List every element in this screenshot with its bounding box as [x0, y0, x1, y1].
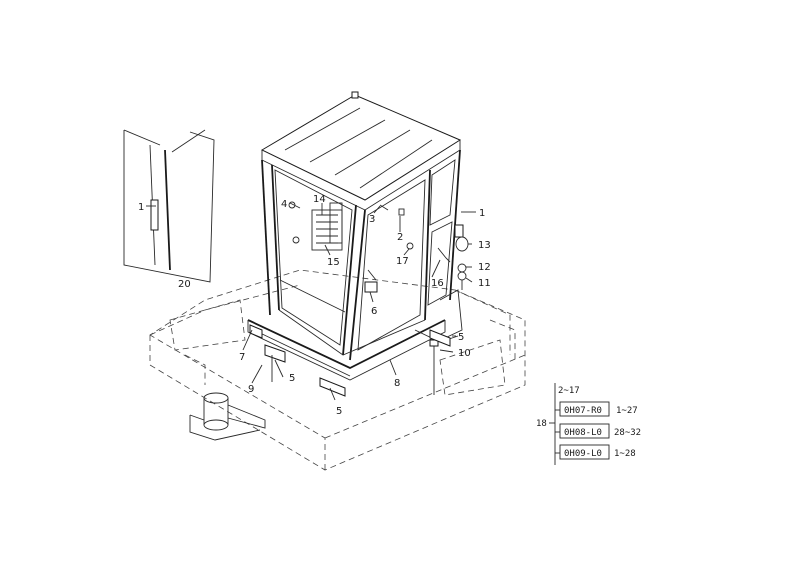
model-row-3: 0H09-L0: [564, 449, 602, 459]
serial-row-3: 1~28: [614, 449, 636, 459]
callout-16: 16: [431, 278, 444, 289]
callout-3: 3: [369, 214, 375, 225]
parts-range-label: 2~17: [558, 386, 580, 396]
group-number: 18: [536, 419, 547, 429]
callout-12: 12: [478, 262, 491, 273]
callout-10: 10: [458, 348, 471, 359]
callout-9: 9: [248, 384, 254, 395]
callout-8: 8: [394, 378, 400, 389]
callout-20: 20: [178, 279, 191, 290]
callout-2: 2: [397, 232, 403, 243]
callout-inset-1: 1: [138, 202, 144, 213]
serial-row-1: 1~27: [616, 406, 638, 416]
swing-post: [189, 392, 266, 441]
cab-frame: [260, 91, 464, 361]
callout-15: 15: [327, 257, 340, 268]
inset-detail: [123, 129, 215, 283]
callout-7: 7: [239, 352, 245, 363]
callout-labels: 1 20 1 2 3 4 5 5 5 6 7 8 9 10 11 12 13 1…: [138, 194, 491, 417]
callout-6: 6: [371, 306, 377, 317]
callout-1: 1: [479, 208, 485, 219]
callout-5-right: 5: [458, 332, 464, 343]
callout-11: 11: [478, 278, 491, 289]
callout-5-middle: 5: [289, 373, 295, 384]
serial-row-2: 28~32: [614, 428, 641, 438]
cab-floor: [247, 319, 446, 381]
applicability-table: 2~17 18 0H07-R0 1~27 0H08-L0 28~32 0H09-…: [536, 383, 641, 465]
callout-5-lower: 5: [336, 406, 342, 417]
mount-brackets: [249, 324, 451, 397]
model-row-2: 0H08-L0: [564, 428, 602, 438]
interior-parts: [288, 201, 414, 293]
callout-4: 4: [281, 199, 287, 210]
callout-17: 17: [396, 256, 409, 267]
callout-13: 13: [478, 240, 491, 251]
model-row-1: 0H07-R0: [564, 406, 602, 416]
callout-14: 14: [313, 194, 326, 205]
leader-lines: [146, 202, 476, 401]
